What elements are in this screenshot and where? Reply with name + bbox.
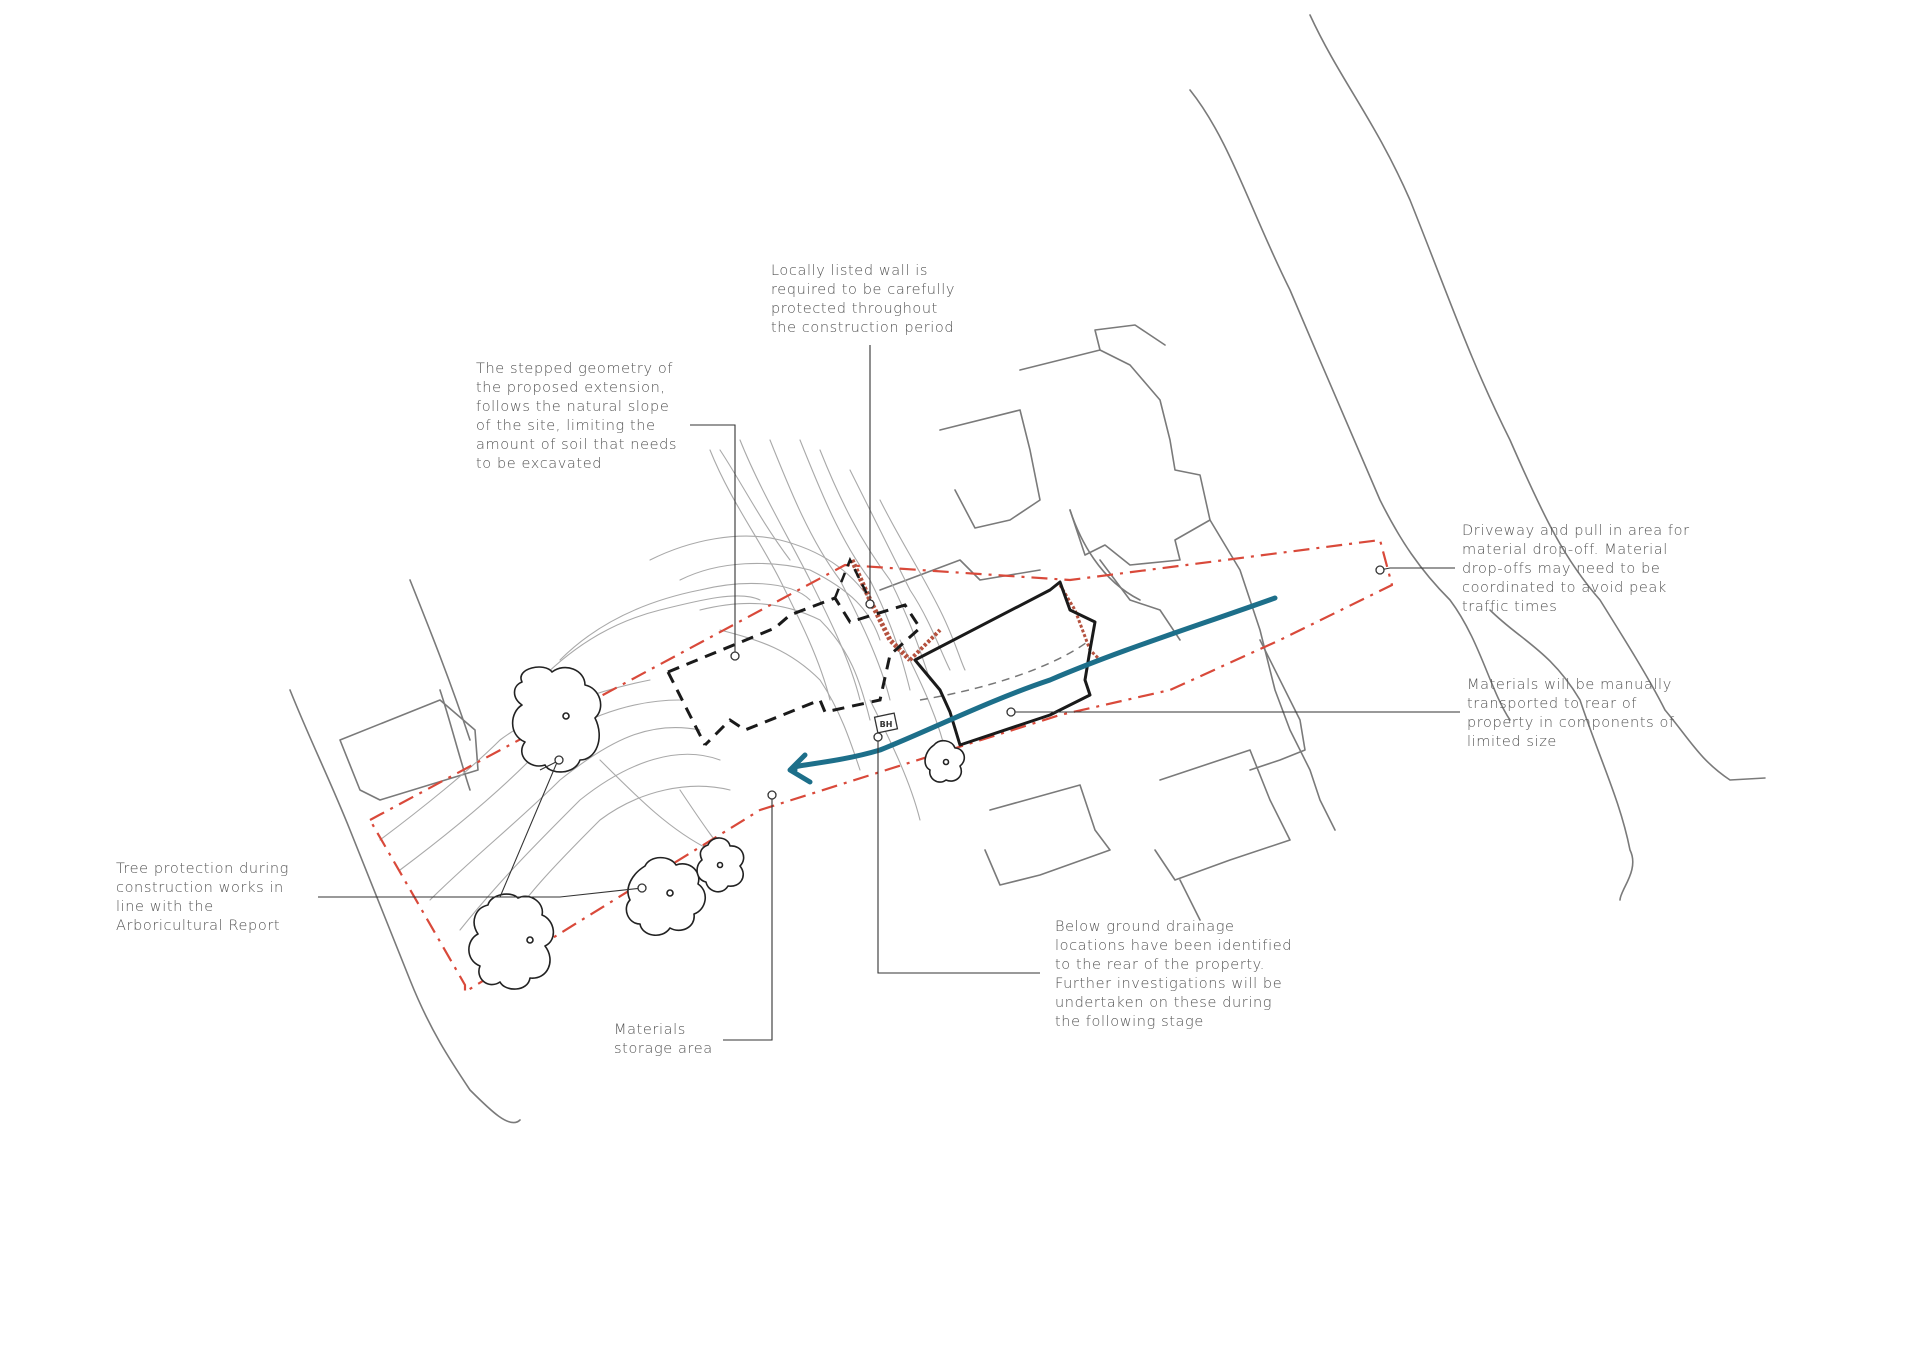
annotation-leaders (318, 345, 1460, 1041)
tree-canopy-icon (696, 837, 745, 893)
note-line: transported to rear of (1467, 696, 1638, 712)
manhole-label: BH (880, 720, 893, 729)
proposed-extension (666, 556, 1091, 747)
contour-lines (379, 439, 966, 951)
note-line: Further investigations will be (1055, 976, 1283, 992)
note-line: the construction period (771, 320, 955, 336)
note-line: Arboricultural Report (116, 918, 281, 934)
existing-building (913, 580, 1097, 747)
note-line: Materials (614, 1022, 686, 1038)
trees (468, 666, 966, 990)
note-line: Tree protection during (116, 861, 289, 877)
transport-route (787, 595, 1278, 785)
note-stepped-geometry: The stepped geometry of the proposed ext… (476, 360, 677, 474)
note-line: material drop-off. Material (1462, 542, 1668, 558)
neighbouring-buildings (879, 324, 1336, 921)
annotation-dots (554, 565, 1385, 893)
note-line: Materials will be manually (1467, 677, 1672, 693)
note-line: limited size (1467, 734, 1557, 750)
tree-canopy-icon (468, 893, 555, 990)
context-sketch-lines (289, 579, 521, 1124)
note-line: of the site, limiting the (476, 418, 656, 434)
listed-wall (849, 558, 1102, 662)
note-line: The stepped geometry of (476, 361, 674, 377)
site-boundary (368, 538, 1394, 994)
note-line: the proposed extension, (476, 380, 666, 396)
note-line: Locally listed wall is (771, 263, 929, 279)
note-line: amount of soil that needs (476, 437, 678, 453)
note-materials-transport: Materials will be manually transported t… (1467, 676, 1675, 752)
route-arrowhead-icon (787, 752, 813, 785)
note-line: to the rear of the property. (1055, 957, 1265, 973)
note-line: construction works in (116, 880, 284, 896)
note-storage: Materials storage area (614, 1021, 713, 1059)
note-line: drop-offs may need to be (1462, 561, 1661, 577)
road-edges (1189, 14, 1766, 901)
note-line: line with the (116, 899, 214, 915)
note-line: Driveway and pull in area for (1462, 523, 1690, 539)
note-line: Below ground drainage (1055, 919, 1235, 935)
tree-canopy-icon (511, 666, 602, 773)
note-driveway: Driveway and pull in area for material d… (1462, 522, 1690, 617)
tree-canopy-icon (625, 856, 706, 936)
note-line: protected throughout (771, 301, 938, 317)
note-line: traffic times (1462, 599, 1558, 615)
note-line: coordinated to avoid peak (1462, 580, 1667, 596)
note-line: undertaken on these during (1055, 995, 1273, 1011)
note-listed-wall: Locally listed wall is required to be ca… (771, 262, 955, 338)
note-line: required to be carefully (771, 282, 956, 298)
note-line: property in components of (1467, 715, 1675, 731)
note-tree-protection: Tree protection during construction work… (116, 860, 289, 936)
note-line: locations have been identified (1055, 938, 1293, 954)
drainage-manhole-icon: BH (873, 712, 899, 734)
note-line: the following stage (1055, 1014, 1204, 1030)
note-line: to be excavated (476, 456, 603, 472)
note-line: storage area (614, 1041, 713, 1057)
note-drainage: Below ground drainage locations have bee… (1055, 918, 1292, 1032)
tree-canopy-icon (924, 739, 966, 783)
note-line: follows the natural slope (476, 399, 670, 415)
